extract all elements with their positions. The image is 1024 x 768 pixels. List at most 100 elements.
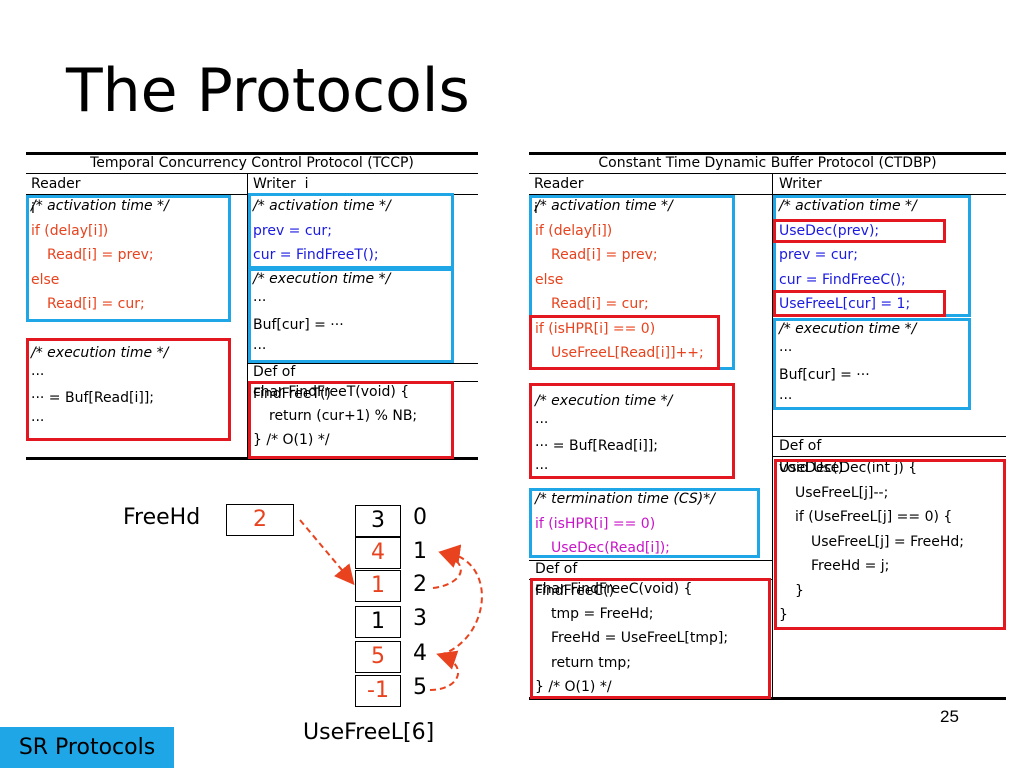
slide-title: The Protocols — [66, 56, 470, 126]
code-line: FreeHd = j; — [811, 558, 890, 574]
code-line: else — [535, 271, 564, 288]
tccp-writer-activation: /* activation time */ prev = cur; cur = … — [253, 194, 391, 268]
code-line: if (isHPR[i] == 0) — [535, 515, 656, 532]
ctdbp-findfree-body: char FindFreeC(void) { tmp = FreeHd; Fre… — [535, 577, 728, 700]
code-line: FreeHd = UseFreeL[tmp]; — [551, 630, 729, 646]
code-line: Read[i] = cur; — [47, 296, 145, 312]
code-line: void UseDec(int j) { — [779, 460, 918, 476]
code-line: if (isHPR[i] == 0) — [535, 320, 656, 337]
tccp-writer-execution-box — [248, 268, 454, 363]
comment: /* activation time */ — [535, 198, 673, 214]
ctdbp-reader-activation: /* activation time */ if (delay[i]) Read… — [535, 194, 704, 366]
code-line: Buf[cur] = ··· — [253, 316, 344, 333]
code-line: prev = cur; — [779, 247, 858, 263]
code-line: } — [779, 607, 788, 623]
tccp-reader-activation: /* activation time */ if (delay[i]) Read… — [31, 194, 169, 317]
ctdbp-reader-execution-box — [529, 383, 735, 479]
ctdbp-reader-execution: /* execution time */ ··· ··· = Buf[Read[… — [535, 389, 672, 478]
arrow-cell2-to-cell1 — [432, 549, 462, 589]
code-line: Read[i] = prev; — [551, 247, 658, 263]
code-line: cur = FindFreeT(); — [253, 247, 379, 263]
code-line: UseFreeL[cur] = 1; — [779, 296, 911, 312]
code-line: ··· — [779, 342, 793, 359]
tccp-def-box — [248, 381, 454, 459]
code-line: UseFreeL[j] = FreeHd; — [811, 533, 964, 550]
code-line: char FindFreeC(void) { — [535, 581, 693, 597]
ctdbp-usedec-box — [774, 459, 1006, 630]
code-line: } /* O(1) */ — [253, 432, 330, 448]
arrow-cell4-to-cell1 — [439, 544, 483, 656]
tccp-def-body: char FindFreeT(void) { return (cur+1) % … — [253, 380, 417, 452]
code-line: Read[i] = prev; — [47, 247, 154, 263]
cell-value: 5 — [371, 644, 385, 669]
code-line: ··· = Buf[Read[i]]; — [31, 389, 155, 406]
ctdbp-usefree-set-box — [773, 290, 946, 317]
tccp-reader-execution-box — [26, 338, 231, 441]
comment: /* activation time */ — [253, 198, 391, 214]
code-line: ··· — [535, 414, 549, 431]
ctdbp-usedec-body: void UseDec(int j) { UseFreeL[j]--; if (… — [779, 456, 964, 628]
comment: /* activation time */ — [31, 198, 169, 214]
code-line: UseDec(prev); — [779, 222, 880, 239]
comment: /* termination time (CS)*/ — [535, 491, 715, 507]
code-line: UseFreeL[Read[i]]++; — [551, 345, 704, 361]
code-line: ··· — [253, 340, 267, 357]
tccp-reader-execution: /* execution time */ ··· ··· = Buf[Read[… — [31, 341, 168, 430]
usefreel-cell: 5 — [355, 641, 401, 673]
comment: /* execution time */ — [31, 345, 169, 361]
code-line: } /* O(1) */ — [535, 679, 612, 695]
code-line: if (UseFreeL[j] == 0) { — [795, 509, 953, 525]
comment: /* execution time */ — [253, 271, 391, 287]
code-line: cur = FindFreeC(); — [779, 271, 906, 288]
freehd-label: FreeHd — [123, 505, 201, 530]
code-line: else — [31, 271, 60, 288]
code-line: if (delay[i]) — [31, 222, 109, 239]
tccp-def-label: Def of FindFreeT() — [253, 364, 331, 402]
code-line: ··· = Buf[Read[i]]; — [535, 437, 659, 454]
ctdbp-reader-termination: /* termination time (CS)*/ if (isHPR[i] … — [535, 487, 715, 561]
ctdbp-findfree-box — [530, 578, 771, 699]
cell-index: 3 — [413, 606, 427, 631]
code-line: prev = cur; — [253, 222, 332, 239]
usefreel-label: UseFreeL[6] — [303, 720, 435, 745]
cell-value: 4 — [371, 540, 385, 565]
code-line: return tmp; — [551, 654, 631, 671]
tccp-reader-activation-box — [26, 195, 231, 322]
code-line: char FindFreeT(void) { — [253, 384, 410, 400]
comment: /* activation time */ — [779, 198, 917, 214]
ctdbp-reader-header: Reader i — [534, 176, 584, 217]
tccp-reader-header: Reader i — [31, 176, 81, 217]
ctdbp-writer-activation: /* activation time */ UseDec(prev); prev… — [779, 194, 917, 317]
tccp-writer-header: Writer i — [253, 176, 309, 192]
comment: /* execution time */ — [779, 321, 917, 337]
usefreel-cell: 1 — [355, 570, 401, 602]
ctdbp-findfree-label: Def of FindFreeC() — [535, 561, 615, 599]
ctdbp-usedec-label: Def of UseDec() — [779, 438, 844, 476]
cell-value: -1 — [367, 678, 389, 703]
ctdbp-reader-termination-box — [529, 488, 760, 558]
cell-index: 0 — [413, 505, 427, 530]
cell-value: 1 — [371, 609, 385, 634]
page-number: 25 — [940, 707, 959, 726]
code-line: tmp = FreeHd; — [551, 605, 654, 622]
tccp-writer-execution: /* execution time */ ··· Buf[cur] = ··· … — [253, 267, 390, 358]
comment: /* execution time */ — [535, 393, 673, 409]
ctdbp-usedec-call-box — [773, 219, 946, 243]
code-line: Buf[cur] = ··· — [779, 366, 870, 383]
usefreel-cell: 3 — [355, 505, 401, 537]
freehd-box: 2 — [226, 504, 294, 536]
ctdbp-writer-execution: /* execution time */ ··· Buf[cur] = ··· … — [779, 317, 916, 408]
section-badge[interactable]: SR Protocols — [0, 727, 174, 768]
code-line: return (cur+1) % NB; — [269, 408, 418, 424]
usefreel-cell: -1 — [355, 675, 401, 707]
tccp-writer-activation-box — [248, 193, 454, 269]
freehd-value: 2 — [253, 507, 267, 532]
cell-index: 5 — [413, 675, 427, 700]
code-line: ··· — [253, 292, 267, 309]
code-line: ··· — [779, 390, 793, 407]
code-line: ··· — [31, 412, 45, 429]
code-line: Read[i] = cur; — [551, 296, 649, 312]
ctdbp-reader-hpr-box — [529, 315, 720, 370]
cell-index: 1 — [413, 539, 427, 564]
cell-value: 3 — [371, 508, 385, 533]
